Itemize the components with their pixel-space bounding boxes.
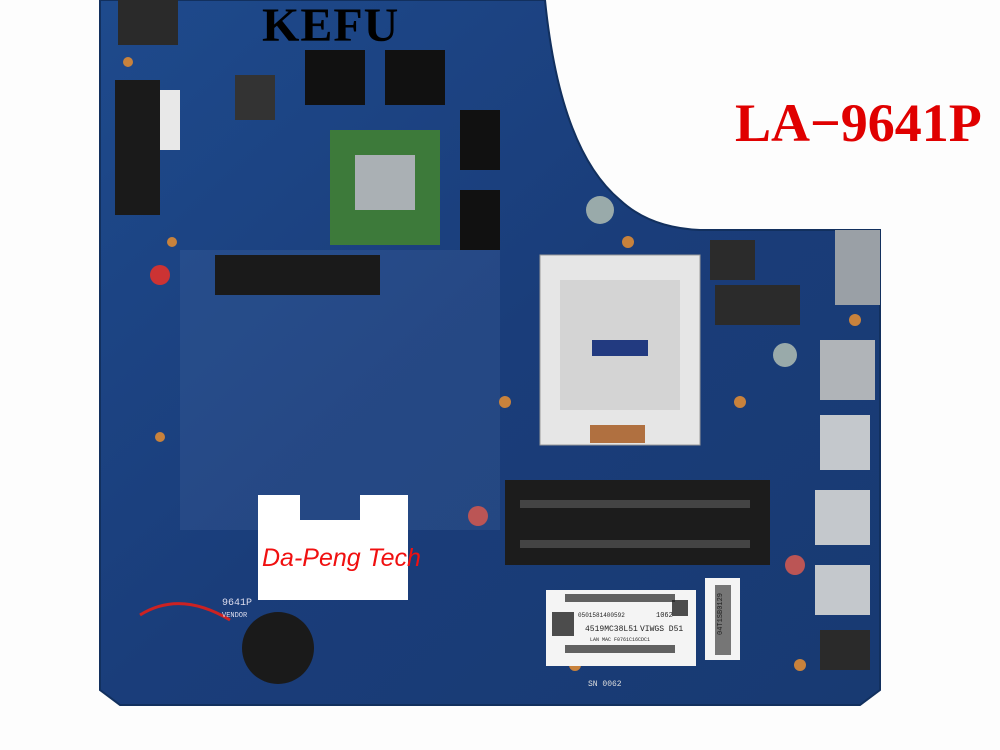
usb-port bbox=[820, 415, 870, 470]
barcode bbox=[552, 585, 731, 655]
audio-jack bbox=[820, 630, 870, 670]
vram-chip bbox=[460, 190, 500, 250]
side-serial: 04T1SB0129 bbox=[717, 592, 726, 636]
vga-port bbox=[835, 230, 880, 305]
usb-port bbox=[815, 490, 870, 545]
inductor bbox=[235, 75, 275, 120]
label-model: VIWGS D51 bbox=[640, 625, 684, 634]
board-cutout bbox=[258, 495, 408, 600]
vram-chip bbox=[305, 50, 365, 105]
protective-film bbox=[180, 250, 500, 530]
silkscreen-code: 9641P bbox=[222, 598, 253, 609]
socket-lock bbox=[590, 425, 645, 443]
dc-jack bbox=[118, 0, 178, 45]
vram-chip bbox=[460, 110, 500, 170]
ram-slot-groove bbox=[520, 540, 750, 548]
capacitor bbox=[586, 196, 614, 224]
ram-slot bbox=[505, 480, 770, 565]
white-connector bbox=[160, 90, 180, 150]
silkscreen-vendor: VENDOR bbox=[222, 612, 248, 620]
inductor bbox=[710, 240, 755, 280]
brand-overlay: KEFU bbox=[262, 0, 400, 52]
capacitor bbox=[150, 265, 170, 285]
ethernet-port bbox=[820, 340, 875, 400]
capacitor bbox=[468, 506, 488, 526]
inductor bbox=[715, 285, 760, 325]
sn-text: SN 0062 bbox=[588, 680, 622, 689]
ram-slot-groove bbox=[520, 500, 750, 508]
vram-chip bbox=[385, 50, 445, 105]
model-overlay: LA−9641P bbox=[735, 93, 982, 153]
cmos-battery bbox=[242, 612, 314, 684]
msata-connector bbox=[115, 80, 160, 215]
socket-center bbox=[592, 340, 648, 356]
sata-connector bbox=[215, 255, 380, 295]
capacitor bbox=[785, 555, 805, 575]
gpu-die bbox=[355, 155, 415, 210]
label-code: 0501581400592 bbox=[578, 612, 625, 619]
usb-port bbox=[815, 565, 870, 615]
label-rev: 1062 bbox=[656, 612, 673, 620]
capacitor bbox=[773, 343, 797, 367]
inductor bbox=[760, 285, 800, 325]
watermark-overlay: Da-Peng Tech bbox=[262, 544, 421, 572]
label-mac: LAN MAC F0761C16CDC1 bbox=[590, 637, 651, 643]
battery-wire bbox=[139, 602, 231, 622]
label-part: 4519MC38L51 bbox=[585, 625, 638, 634]
